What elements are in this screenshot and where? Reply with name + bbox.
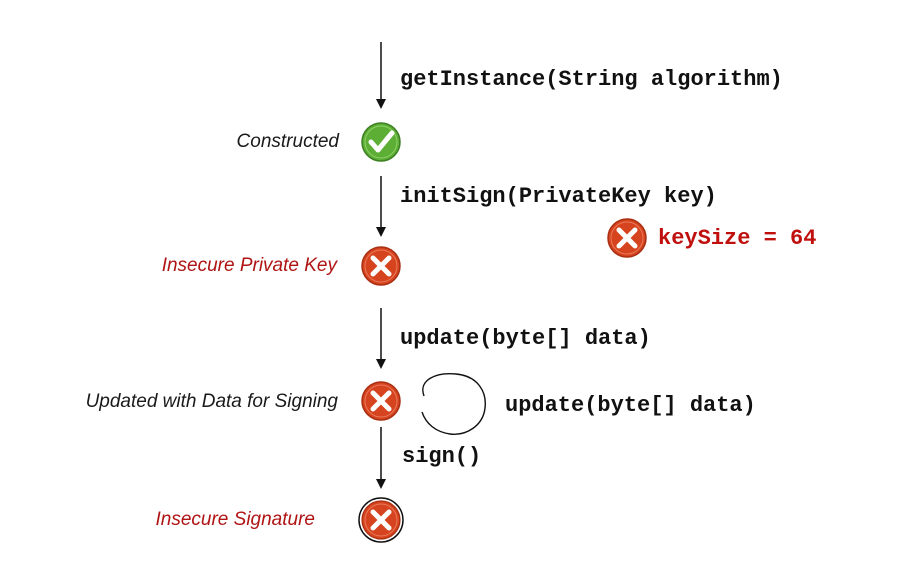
state-label-insecure-private-key: Insecure Private Key [161,255,337,276]
state-label-insecure-signature: Insecure Signature [155,509,316,530]
transition-label-update: update(byte[] data) [400,326,651,351]
self-loop-label: update(byte[] data) [505,393,756,418]
check-icon [361,122,401,162]
transition-label-getinstance: getInstance(String algorithm) [400,67,783,92]
self-loop-arrow [421,373,486,435]
transition-label-sign: sign() [402,444,482,469]
error-x-icon [361,381,401,421]
constraint-keysize-label: keySize = 64 [658,226,817,251]
state-label-updated-with-data: Updated with Data for Signing [85,391,338,412]
transition-label-initsign: initSign(PrivateKey key) [400,184,717,209]
state-label-constructed: Constructed [236,131,339,152]
error-x-icon [361,246,401,286]
constraint-error-icon [607,218,647,258]
error-x-icon-final [358,497,404,543]
